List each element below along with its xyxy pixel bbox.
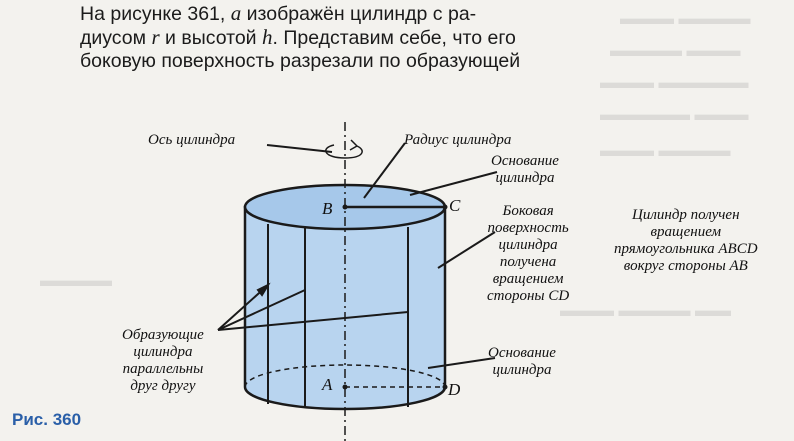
bleed-through-text: ▬▬▬▬	[40, 270, 112, 290]
pointer-top-base	[409, 171, 498, 196]
rotation-arrow-icon	[325, 144, 363, 159]
point-c-label: C	[449, 196, 461, 215]
bleed-through-text: ▬▬▬ ▬▬▬▬▬	[600, 72, 749, 92]
point-a-dot	[342, 384, 348, 390]
bleed-through-text: ▬▬▬▬▬ ▬▬▬	[600, 104, 749, 124]
bleed-through-text: ▬▬▬ ▬▬▬▬	[620, 8, 751, 28]
bleed-through-text: ▬▬▬ ▬▬▬▬ ▬▬	[560, 300, 731, 320]
label-radius: Радиус цилиндра	[404, 132, 512, 148]
pointer-generator	[217, 311, 409, 331]
intro-paragraph: На рисунке 361, а изображён цилиндр с ра…	[80, 2, 600, 73]
paragraph-line-2: диусом r и высотой h. Представим себе, ч…	[80, 25, 516, 50]
point-b-label: B	[322, 199, 333, 218]
paragraph-line-3: боковую поверхность разрезали по образую…	[80, 50, 521, 72]
label-axis: Ось цилиндра	[148, 132, 236, 148]
bleed-through-text: ▬▬▬ ▬▬▬▬	[600, 140, 731, 160]
pointer-generator	[217, 289, 306, 331]
pointer-axis	[266, 144, 333, 153]
pointer-lateral	[437, 231, 496, 269]
point-d-dot	[442, 384, 448, 390]
pointer-radius	[363, 142, 406, 199]
paragraph-line-1: На рисунке 361, а изображён цилиндр с ра…	[80, 1, 477, 26]
pointer-bottom-base	[427, 357, 496, 369]
point-d-label: D	[448, 380, 461, 399]
figure-caption: Рис. 360	[12, 410, 82, 429]
bleed-through-text: ▬▬▬▬ ▬▬▬	[610, 40, 741, 60]
point-a-label: A	[322, 375, 333, 394]
point-c-dot	[442, 204, 448, 210]
point-b-dot	[342, 204, 348, 210]
